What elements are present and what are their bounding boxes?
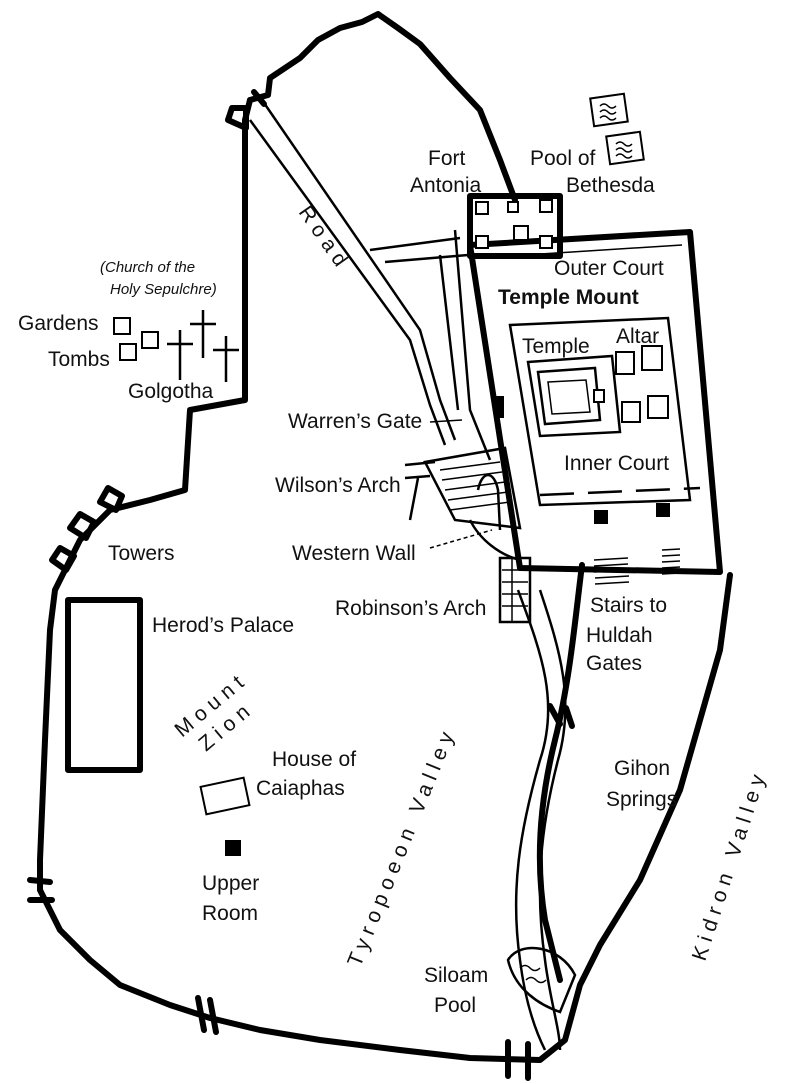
gate-mark-s <box>505 1039 531 1081</box>
fort-tower-nw <box>475 201 489 215</box>
temple-building <box>536 366 602 426</box>
label-tyropoeon-valley: Tyropoeon Valley <box>343 723 460 970</box>
label-warrens-gate: Warren’s Gate <box>288 410 422 433</box>
tower-2 <box>67 511 97 541</box>
inner-court-dash <box>539 486 701 497</box>
label-fort-antonia-1: Fort <box>428 147 466 170</box>
label-fort-antonia-2: Antonia <box>410 174 482 197</box>
label-stairs-3: Gates <box>586 652 642 675</box>
chamber-2 <box>641 345 663 371</box>
label-stairs-1: Stairs to <box>590 594 667 617</box>
fort-antonia <box>467 193 563 259</box>
chamber-1 <box>615 351 635 375</box>
robinsons-arch-hatch <box>502 558 528 622</box>
gate-mark-sw2 <box>27 877 55 903</box>
label-towers: Towers <box>108 542 175 565</box>
pool-of-bethesda-icon <box>589 92 645 166</box>
tomb-box-2 <box>119 343 137 361</box>
label-robinsons-arch: Robinson’s Arch <box>335 597 486 620</box>
label-outer-court: Outer Court <box>554 257 664 280</box>
herods-palace <box>65 597 143 773</box>
label-church-1: (Church of the <box>100 259 195 276</box>
garden-box <box>113 317 131 335</box>
label-golgotha: Golgotha <box>128 380 214 403</box>
label-pool-of-bethesda-2: Bethesda <box>566 174 655 197</box>
temple-mount-platform <box>467 229 723 575</box>
label-house-of-caiaphas-1: House of <box>272 748 356 771</box>
wilsons-arch-bridge <box>404 460 436 521</box>
label-altar: Altar <box>616 325 659 348</box>
inner-court-wall <box>508 316 692 507</box>
label-siloam-2: Pool <box>434 994 476 1017</box>
valley-street <box>514 589 567 1051</box>
label-inner-court: Inner Court <box>564 452 669 475</box>
label-herods-palace: Herod’s Palace <box>152 614 294 637</box>
label-house-of-caiaphas-2: Caiaphas <box>256 777 345 800</box>
chamber-4 <box>647 395 669 419</box>
road-east <box>438 229 492 461</box>
western-wall-pointer <box>429 529 493 549</box>
label-church-2: Holy Sepulchre) <box>110 281 217 298</box>
label-gihon-2: Springs <box>606 788 677 811</box>
warrens-gate-pointer <box>429 419 463 423</box>
huldah-stairs <box>593 548 681 585</box>
fort-tower-ne <box>539 199 553 213</box>
temple-court <box>526 354 622 438</box>
label-stairs-2: Huldah <box>586 624 653 647</box>
chamber-3 <box>621 401 641 423</box>
label-tombs: Tombs <box>48 348 110 371</box>
siloam-waves <box>519 964 547 984</box>
road <box>248 99 457 446</box>
gate-mark-sw <box>195 995 219 1035</box>
fort-tower-sw <box>475 235 489 249</box>
road-branch <box>369 236 469 264</box>
fort-tower-se <box>539 235 553 249</box>
label-siloam-1: Siloam <box>424 964 488 987</box>
tower-1 <box>97 485 125 513</box>
temple-sanctuary <box>547 379 591 415</box>
label-wilsons-arch: Wilson’s Arch <box>275 474 401 497</box>
label-road: Road <box>294 202 355 276</box>
label-temple-mount: Temple Mount <box>498 286 639 309</box>
label-pool-of-bethesda-1: Pool of <box>530 147 596 170</box>
wilsons-arch-hatch <box>439 461 511 511</box>
tower-3 <box>49 545 77 573</box>
upper-room-block <box>225 840 241 856</box>
label-temple: Temple <box>522 335 590 358</box>
fort-tower-n <box>507 201 519 213</box>
ophel-wall <box>536 562 585 983</box>
gate-block-1 <box>594 510 608 524</box>
altar-block <box>593 389 605 403</box>
label-gardens: Gardens <box>18 312 99 335</box>
tomb-box-1 <box>141 331 159 349</box>
label-gihon-1: Gihon <box>614 757 670 780</box>
wilsons-arch <box>423 446 522 530</box>
city-wall <box>37 97 733 1063</box>
warrens-gate-block <box>494 396 504 418</box>
label-upper-room-1: Upper <box>202 872 259 895</box>
gate-block-2 <box>656 503 670 517</box>
robinsons-arch <box>498 556 532 624</box>
label-upper-room-2: Room <box>202 902 258 925</box>
north-wall <box>247 11 518 203</box>
nw-tower <box>225 105 249 131</box>
golgotha-crosses <box>167 310 239 382</box>
house-of-caiaphas <box>199 776 251 816</box>
label-kidron-valley: Kidron Valley <box>688 766 772 963</box>
label-western-wall: Western Wall <box>292 542 416 565</box>
siloam-pool <box>506 946 577 1014</box>
fort-keep <box>513 225 529 241</box>
